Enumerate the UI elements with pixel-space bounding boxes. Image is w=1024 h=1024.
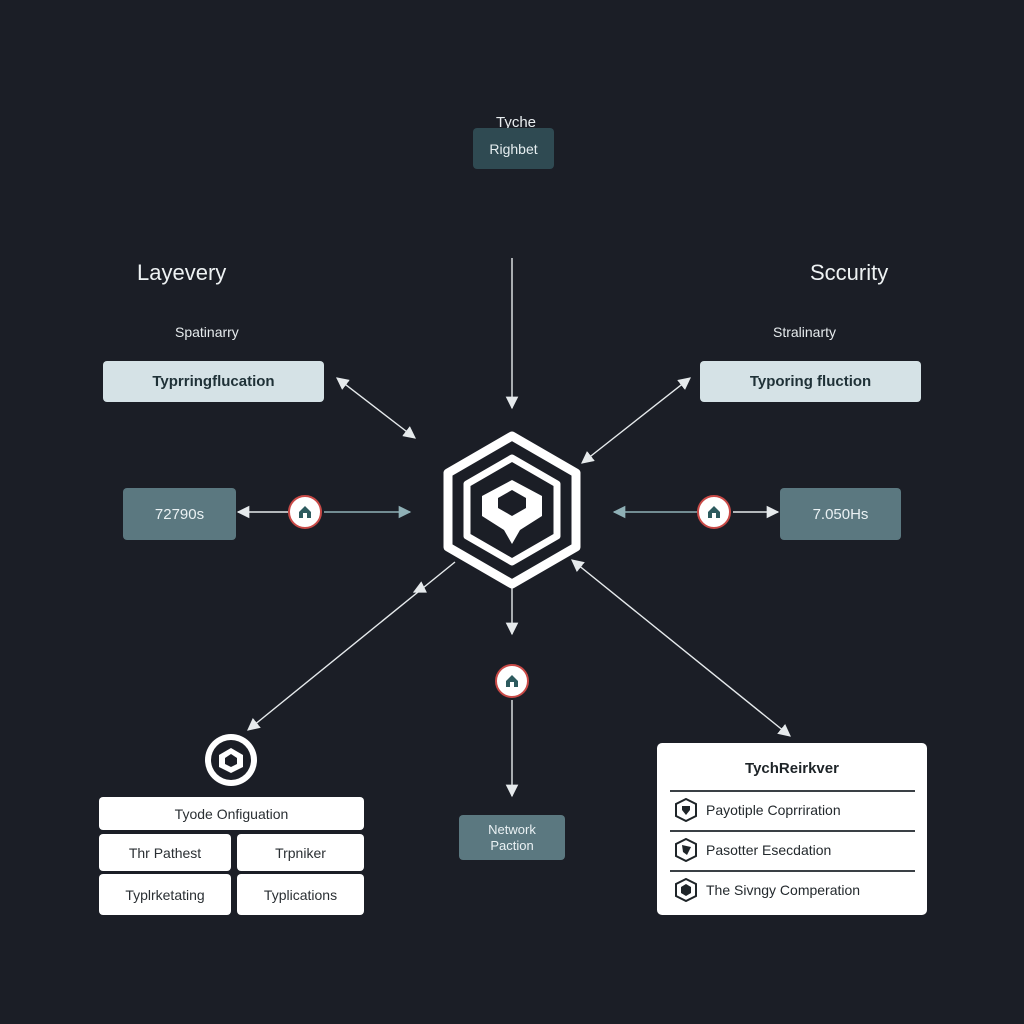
panel-title: TychReirkver	[745, 760, 839, 777]
top-node-box[interactable]: Righbet	[473, 128, 554, 169]
config-cell[interactable]: Typlrketating	[99, 874, 231, 915]
edge-hub-lower-right	[571, 559, 791, 737]
home-icon[interactable]	[288, 495, 322, 529]
network-node-box[interactable]: Network Paction	[459, 815, 565, 860]
right-section-title: Sccurity	[810, 260, 889, 285]
config-cell[interactable]: Thr Pathest	[99, 834, 231, 871]
panel-row[interactable]: Pasotter Esecdation	[670, 830, 915, 868]
network-node-line1: Network	[488, 821, 536, 837]
left-section-title: Layevery	[137, 260, 227, 285]
cube-icon	[205, 734, 257, 786]
panel-row[interactable]: Payotiple Coprriration	[670, 790, 915, 828]
edge-hub-upper-right	[581, 377, 691, 464]
config-cell[interactable]: Trpniker	[237, 834, 364, 871]
edge-hub-upper-left	[336, 377, 416, 439]
panel-row-label: Payotiple Coprriration	[706, 802, 841, 818]
panel-row-label: Pasotter Esecdation	[706, 842, 832, 858]
panel-row[interactable]: The Sivngy Comperation	[670, 870, 915, 908]
left-metric-box[interactable]: 72790s	[123, 488, 236, 540]
shield-icon	[674, 798, 698, 822]
right-section-subtitle: Stralinarty	[773, 324, 837, 340]
edge-lower-left-hub	[412, 581, 427, 593]
top-caption: Tyche	[495, 114, 537, 131]
panel-row-label: The Sivngy Comperation	[706, 882, 861, 898]
connectors	[236, 258, 791, 798]
config-cell[interactable]: Typlications	[237, 874, 364, 915]
right-metric-box[interactable]: 7.050Hs	[780, 488, 901, 540]
left-function-box[interactable]: Typrringflucation	[103, 361, 324, 402]
hexagon-shield-icon[interactable]	[443, 431, 581, 589]
edge-hub-lower-left	[247, 561, 456, 731]
info-panel: TychReirkver Payotiple Coprriration Paso…	[657, 743, 927, 915]
left-section-subtitle: Spatinarry	[175, 324, 239, 340]
network-node-line2: Paction	[490, 837, 534, 853]
home-icon[interactable]	[495, 664, 529, 698]
cube-icon	[674, 878, 698, 902]
shield-icon	[674, 838, 698, 862]
config-table-header: Tyode Onfiguation	[99, 797, 364, 830]
home-icon[interactable]	[697, 495, 731, 529]
right-function-box[interactable]: Typoring fluction	[700, 361, 921, 402]
